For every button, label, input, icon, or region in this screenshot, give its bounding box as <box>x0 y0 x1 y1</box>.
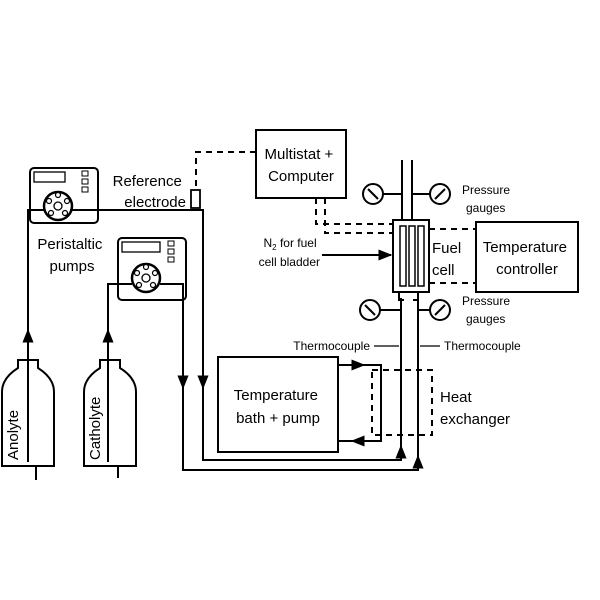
anolyte-to-cell-tube <box>70 209 402 461</box>
multistat-computer-box <box>255 129 347 199</box>
thermocouple-right-label: Thermocouple <box>444 339 521 353</box>
pressure-gauge-top-left <box>362 183 402 205</box>
catholyte-tank <box>83 359 137 467</box>
anolyte-label: Anolyte <box>5 410 22 460</box>
pressure-gauges-bottom-label: Pressure gauges <box>462 294 513 326</box>
peristaltic-pump-1 <box>29 167 99 224</box>
peristaltic-pump-2 <box>117 237 187 301</box>
multistat-label: Multistat + Computer <box>265 146 338 185</box>
heat-exchanger-label: Heat exchanger <box>440 389 510 428</box>
catholyte-label: Catholyte <box>87 397 104 460</box>
temperature-controller-box <box>475 221 579 293</box>
temperature-bath-label: Temperature bath + pump <box>234 387 322 427</box>
catholyte-inlet-tube <box>107 283 132 462</box>
thermocouple-left-label: Thermocouple <box>293 339 370 353</box>
reference-electrode-label: Reference electrode <box>113 173 186 211</box>
multistat-wire-1 <box>315 198 397 225</box>
temperature-controller-label: Temperature controller <box>483 239 571 278</box>
catholyte-to-cell-tube <box>160 283 419 471</box>
anolyte-inlet-tube <box>27 209 44 462</box>
pressure-gauges-top-label: Pressure gauges <box>462 183 513 215</box>
fuel-cell-label: Fuel cell <box>432 240 465 279</box>
peristaltic-pumps-label: Peristaltic pumps <box>37 236 106 275</box>
n2-label: N2 for fuel cell bladder <box>259 236 320 269</box>
heat-exchanger-box <box>371 369 433 436</box>
coolant-loop <box>338 364 382 442</box>
reference-electrode-wire <box>195 151 256 188</box>
temperature-bath-box <box>217 356 339 453</box>
multistat-wire-2 <box>324 198 397 234</box>
fuel-cell-stack <box>392 160 430 301</box>
pressure-gauge-bottom-right <box>418 299 451 321</box>
pressure-gauge-bottom-left <box>359 299 401 321</box>
reference-electrode <box>190 189 201 209</box>
anolyte-tank <box>0 359 55 467</box>
pressure-gauge-top-right <box>412 183 451 205</box>
